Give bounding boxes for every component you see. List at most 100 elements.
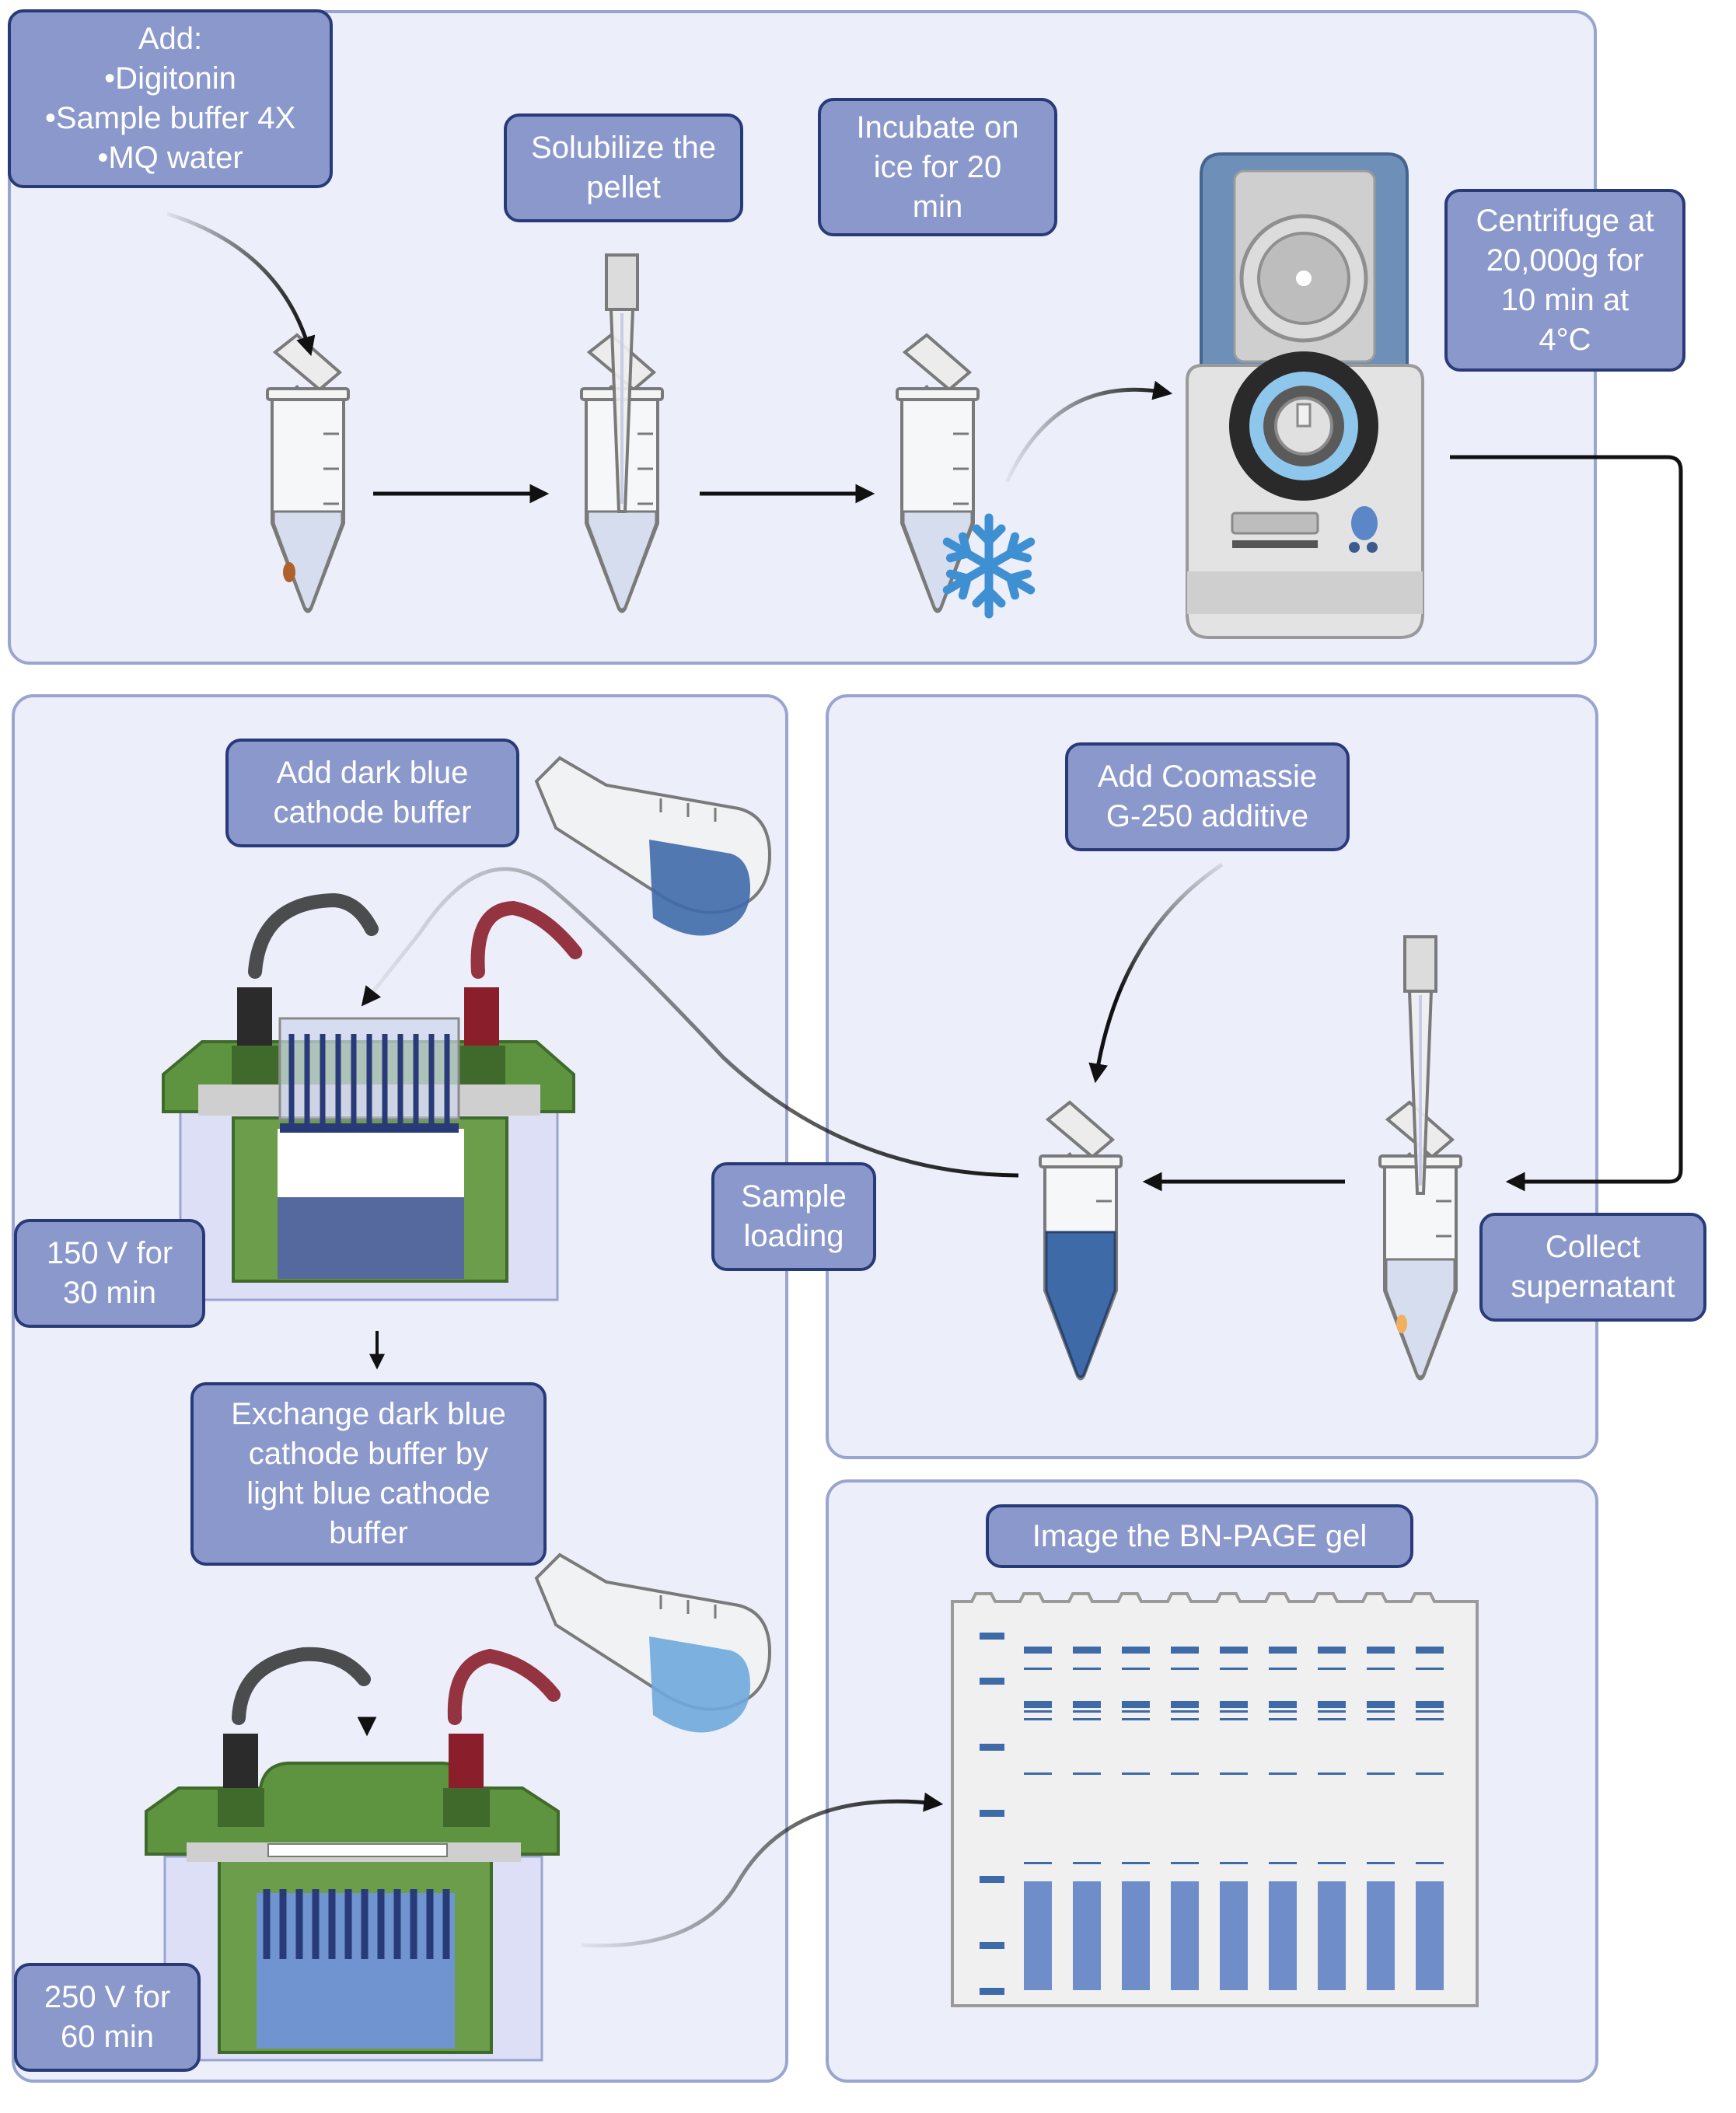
collect-line: Collect <box>1545 1230 1641 1264</box>
incubate-label: Incubate on ice for 20 min <box>818 98 1057 236</box>
gel-band <box>1220 1718 1248 1720</box>
sample-loading-line: loading <box>743 1219 844 1253</box>
gel-band <box>1073 1668 1101 1670</box>
gel-band <box>1318 1718 1346 1720</box>
gel-lane-smear <box>1024 1881 1052 1990</box>
gel-band <box>1073 1701 1101 1708</box>
flow-arrow-to-gel <box>581 1792 944 1948</box>
gel-band <box>1171 1710 1199 1713</box>
exchange-line: cathode buffer by <box>248 1437 489 1471</box>
add-reagents-title: Add: <box>138 22 203 56</box>
ladder-band <box>980 1810 1004 1817</box>
gel-band <box>1367 1862 1395 1864</box>
gel-band <box>1269 1647 1297 1654</box>
electrophoresis-tank-icon <box>162 892 582 1301</box>
gel-band <box>1269 1718 1297 1720</box>
microtube-icon <box>1378 1101 1462 1381</box>
electrophoresis-tank-icon <box>145 1647 561 2062</box>
gel-band <box>1171 1647 1199 1654</box>
gel-band <box>1220 1668 1248 1670</box>
gel-band <box>1171 1772 1199 1775</box>
run1-label: 150 V for 30 min <box>14 1219 205 1328</box>
gel-band <box>1318 1772 1346 1775</box>
dark-buffer-line: Add dark blue <box>276 756 469 790</box>
collect-supernatant-label: Collect supernatant <box>1479 1213 1706 1322</box>
gel-band <box>1073 1647 1101 1654</box>
reagent-sample-buffer: •Sample buffer 4X <box>44 101 296 135</box>
centrifuge-line: 4°C <box>1539 322 1591 357</box>
gel-band <box>1024 1772 1052 1775</box>
dark-buffer-label: Add dark blue cathode buffer <box>225 739 519 847</box>
gel-lane-smear <box>1220 1881 1248 1990</box>
reagent-digitonin: •Digitonin <box>104 61 236 96</box>
gel-band <box>1122 1718 1150 1720</box>
run2-line: 250 V for <box>44 1980 171 2014</box>
dark-buffer-line: cathode buffer <box>273 795 472 829</box>
gel-band <box>1416 1647 1444 1654</box>
run2-label: 250 V for 60 min <box>14 1963 201 2072</box>
coomassie-label: Add Coomassie G-250 additive <box>1065 742 1350 851</box>
gel-band <box>1024 1701 1052 1708</box>
gel-band <box>1220 1710 1248 1713</box>
incubate-line: Incubate on <box>856 110 1019 145</box>
gel-band <box>1122 1710 1150 1713</box>
gel-band <box>1220 1772 1248 1775</box>
solubilize-line: Solubilize the <box>531 131 716 165</box>
gel-band <box>1367 1772 1395 1775</box>
gel-band <box>1073 1772 1101 1775</box>
gel-band <box>1416 1718 1444 1720</box>
solubilize-line: pellet <box>586 170 661 204</box>
gel-lane-smear <box>1073 1881 1101 1990</box>
ladder-band <box>980 1633 1004 1640</box>
exchange-line: light blue cathode <box>246 1476 491 1511</box>
solubilize-label: Solubilize the pellet <box>504 114 743 222</box>
sample-loading-line: Sample <box>741 1179 847 1214</box>
image-gel-label: Image the BN-PAGE gel <box>986 1504 1413 1568</box>
incubate-line: min <box>912 189 963 224</box>
centrifuge-icon <box>1186 152 1424 639</box>
gel-band <box>1171 1862 1199 1864</box>
collect-line: supernatant <box>1511 1270 1675 1304</box>
ladder-band <box>980 1744 1004 1751</box>
gel-band <box>1269 1772 1297 1775</box>
exchange-buffer-label: Exchange dark blue cathode buffer by lig… <box>190 1382 547 1566</box>
gel-band <box>1171 1718 1199 1720</box>
gel-band <box>1171 1701 1199 1708</box>
image-gel-line: Image the BN-PAGE gel <box>1032 1518 1367 1553</box>
gel-band <box>1367 1647 1395 1654</box>
gel-band <box>1024 1647 1052 1654</box>
gel-band <box>1318 1647 1346 1654</box>
add-reagents-label: Add: •Digitonin •Sample buffer 4X •MQ wa… <box>8 9 333 188</box>
gel-lane-smear <box>1171 1881 1199 1990</box>
gel-band <box>1024 1862 1052 1864</box>
gel-band <box>1318 1862 1346 1864</box>
ladder-band <box>980 1876 1004 1883</box>
gel-band <box>1269 1668 1297 1670</box>
coomassie-line: Add Coomassie <box>1097 760 1318 794</box>
sample-loading-label: Sample loading <box>711 1162 876 1271</box>
gel-band <box>1318 1668 1346 1670</box>
gel-band <box>1367 1701 1395 1708</box>
gel-band <box>1318 1701 1346 1708</box>
gel-band <box>1220 1862 1248 1864</box>
ladder-band <box>980 1942 1004 1949</box>
coomassie-line: G-250 additive <box>1106 799 1309 833</box>
flow-arrows-middle <box>361 862 1345 1192</box>
gel-lane-smear <box>1269 1881 1297 1990</box>
centrifuge-line: Centrifuge at <box>1476 203 1654 238</box>
gel-lane-smear <box>1318 1881 1346 1990</box>
gel-band <box>1122 1772 1150 1775</box>
ladder-band <box>980 1988 1004 1995</box>
gel-band <box>1416 1862 1444 1864</box>
gel-band <box>1416 1710 1444 1713</box>
flow-arrows-top <box>166 211 1683 1192</box>
gel-band <box>1416 1772 1444 1775</box>
gel-band <box>1269 1701 1297 1708</box>
gel-band <box>1024 1718 1052 1720</box>
ladder-band <box>980 1678 1004 1685</box>
gel-image-icon <box>951 1592 1479 2007</box>
gel-lane-smear <box>1416 1881 1444 1990</box>
gel-band <box>1269 1710 1297 1713</box>
centrifuge-label: Centrifuge at 20,000g for 10 min at 4°C <box>1444 189 1685 372</box>
